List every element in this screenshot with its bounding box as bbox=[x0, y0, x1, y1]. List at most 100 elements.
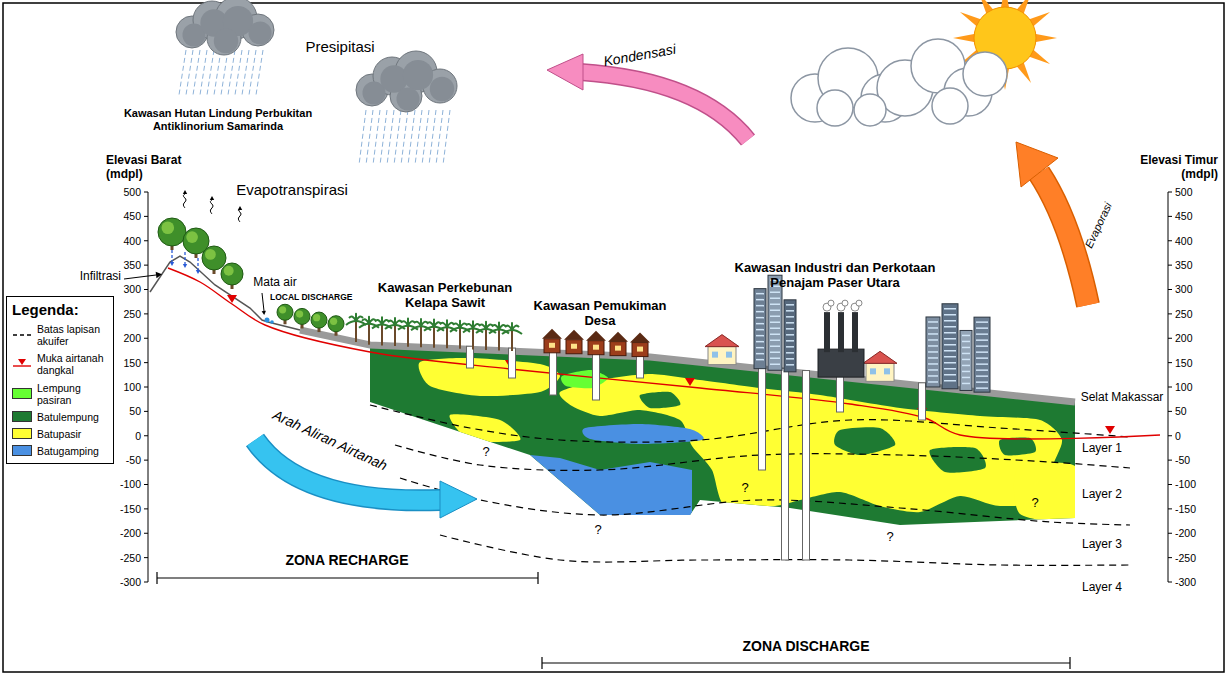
building-symbol bbox=[756, 293, 764, 295]
building-symbol bbox=[884, 368, 890, 374]
palm-tree-symbol bbox=[512, 330, 522, 334]
rain-cloud-symbol bbox=[359, 110, 366, 165]
well-symbol bbox=[803, 371, 810, 560]
well-symbol bbox=[782, 368, 789, 560]
rain-cloud-symbol bbox=[200, 50, 207, 95]
axis-tick-label: 150 bbox=[1175, 357, 1193, 369]
axis-tick-label: 150 bbox=[123, 357, 141, 369]
tree-symbol bbox=[277, 304, 293, 320]
palm-tree-symbol bbox=[427, 322, 434, 326]
building-symbol bbox=[571, 344, 577, 349]
building-symbol bbox=[630, 333, 650, 343]
elevation-axis bbox=[144, 484, 148, 485]
building-symbol bbox=[756, 335, 764, 337]
building-symbol bbox=[928, 369, 938, 371]
well-symbol bbox=[467, 346, 474, 368]
area-label: Kawasan Hutan Lindung Perbukitan Antikli… bbox=[118, 107, 318, 132]
rain-cloud-symbol bbox=[366, 110, 373, 165]
palm-tree-symbol bbox=[368, 324, 370, 345]
zone-bracket bbox=[542, 662, 1070, 663]
elevation-axis bbox=[144, 435, 148, 436]
rain-cloud-symbol bbox=[380, 110, 387, 165]
condensation-arrow bbox=[547, 54, 748, 140]
rock-unit bbox=[834, 427, 895, 455]
axis-tick-label: 100 bbox=[1175, 381, 1193, 393]
frame bbox=[3, 3, 1224, 672]
axis-tick-label: 300 bbox=[1175, 283, 1193, 295]
building-symbol bbox=[944, 350, 956, 352]
palm-tree-symbol bbox=[472, 328, 474, 349]
building-symbol bbox=[786, 346, 794, 348]
evaporation-arrow bbox=[1016, 142, 1088, 305]
tree-symbol bbox=[279, 306, 286, 313]
legend-item: Batulempung bbox=[12, 411, 108, 423]
building-symbol bbox=[863, 351, 897, 363]
well-symbol bbox=[637, 354, 644, 378]
building-symbol bbox=[770, 333, 780, 335]
elevation-axis bbox=[144, 533, 148, 534]
zone-bracket bbox=[537, 572, 538, 584]
condensation-arrow bbox=[580, 72, 748, 140]
palm-tree-symbol bbox=[485, 329, 487, 350]
building-symbol bbox=[944, 338, 956, 340]
axis-tick-label: -150 bbox=[120, 503, 141, 515]
rain-cloud-symbol bbox=[415, 110, 422, 165]
legend-text: Batulempung bbox=[37, 411, 99, 423]
evapotranspiration-symbol bbox=[238, 206, 242, 210]
elevation-axis bbox=[1168, 533, 1172, 534]
sun-symbol bbox=[1035, 34, 1057, 42]
spring-symbol bbox=[270, 320, 274, 324]
axis-tick-label: 200 bbox=[1175, 332, 1193, 344]
building-symbol bbox=[928, 375, 938, 377]
tree-symbol bbox=[311, 312, 327, 328]
process-label: Evaporasi bbox=[1082, 200, 1114, 250]
uncertainty-mark: ? bbox=[1031, 496, 1038, 511]
building-symbol bbox=[786, 364, 794, 366]
legend-text: Batugamping bbox=[37, 445, 99, 457]
water-table-line bbox=[168, 268, 1160, 439]
rock-unit bbox=[419, 358, 1082, 522]
palm-tree-symbol bbox=[511, 330, 513, 351]
building-symbol bbox=[944, 374, 956, 376]
building-symbol bbox=[786, 352, 794, 354]
building-symbol bbox=[566, 340, 582, 354]
building-symbol bbox=[786, 304, 794, 306]
rain-cloud-symbol bbox=[443, 110, 450, 165]
legend-text: Lempung pasiran bbox=[37, 382, 108, 406]
tree-symbol bbox=[296, 310, 303, 317]
rain-cloud-symbol bbox=[249, 50, 256, 95]
building-symbol bbox=[976, 357, 988, 359]
elevation-axis bbox=[144, 265, 148, 266]
building-symbol bbox=[962, 347, 970, 349]
building-symbol bbox=[770, 339, 780, 341]
elevation-axis bbox=[144, 192, 148, 193]
zone-bracket bbox=[157, 577, 538, 578]
building-symbol bbox=[756, 305, 764, 307]
elevation-axis bbox=[1168, 192, 1172, 193]
palm-tree-symbol bbox=[401, 321, 408, 325]
axis-tick-label: -100 bbox=[120, 478, 141, 490]
building-symbol bbox=[608, 332, 628, 342]
building-symbol bbox=[866, 363, 894, 381]
legend-swatch bbox=[12, 411, 32, 422]
building-symbol bbox=[770, 291, 780, 293]
elevation-axis bbox=[144, 362, 148, 363]
building-symbol bbox=[770, 303, 780, 305]
rain-cloud-symbol bbox=[179, 50, 186, 95]
building-symbol bbox=[542, 275, 990, 392]
layer-label: Layer 2 bbox=[1082, 488, 1122, 502]
palm-tree-symbol bbox=[446, 327, 448, 348]
palm-tree-symbol bbox=[433, 327, 435, 348]
rain-cloud-symbol bbox=[430, 77, 454, 101]
building-symbol bbox=[615, 346, 621, 351]
palm-tree-symbol bbox=[479, 325, 486, 329]
infiltration-arrow bbox=[196, 270, 200, 274]
building-symbol bbox=[944, 368, 956, 370]
legend-item: Batas lapisan akuifer bbox=[12, 323, 108, 347]
zone-bracket bbox=[156, 572, 157, 584]
cloud-symbol bbox=[817, 90, 853, 126]
building-symbol bbox=[786, 328, 794, 330]
legend-line-sample bbox=[18, 359, 26, 365]
building-symbol bbox=[928, 327, 938, 329]
rain-cloud-symbol bbox=[248, 21, 271, 44]
